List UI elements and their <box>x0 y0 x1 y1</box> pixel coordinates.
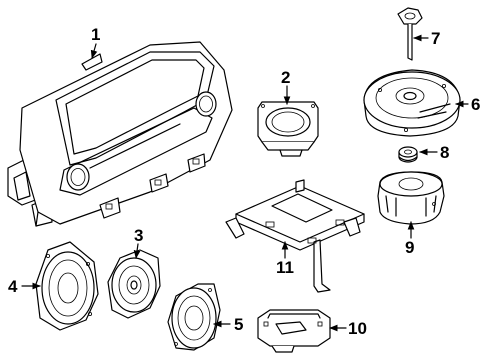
display-unit <box>7 41 233 227</box>
control-module <box>257 309 331 353</box>
round-speaker <box>107 249 161 319</box>
tweeter-speaker <box>257 101 319 157</box>
callout-9-label: 9 <box>405 238 414 257</box>
nut <box>398 146 418 163</box>
subwoofer <box>363 69 461 137</box>
callout-3-label: 3 <box>134 226 143 245</box>
door-speaker <box>167 283 221 351</box>
callout-1-label: 1 <box>91 25 100 44</box>
mounting-bracket <box>225 179 365 293</box>
callout-11-label: 11 <box>276 258 294 277</box>
speaker-enclosure <box>377 171 445 225</box>
callouts: 1 2 3 4 5 6 7 8 9 10 11 <box>8 25 480 338</box>
callout-2-label: 2 <box>281 68 290 87</box>
bolt <box>397 7 423 61</box>
callout-5-label: 5 <box>234 315 243 334</box>
callout-10-label: 10 <box>348 319 367 338</box>
callout-4-label: 4 <box>8 277 18 296</box>
large-speaker <box>35 241 99 331</box>
callout-8-label: 8 <box>440 143 449 162</box>
callout-7-label: 7 <box>431 29 440 48</box>
callout-6-label: 6 <box>471 95 480 114</box>
